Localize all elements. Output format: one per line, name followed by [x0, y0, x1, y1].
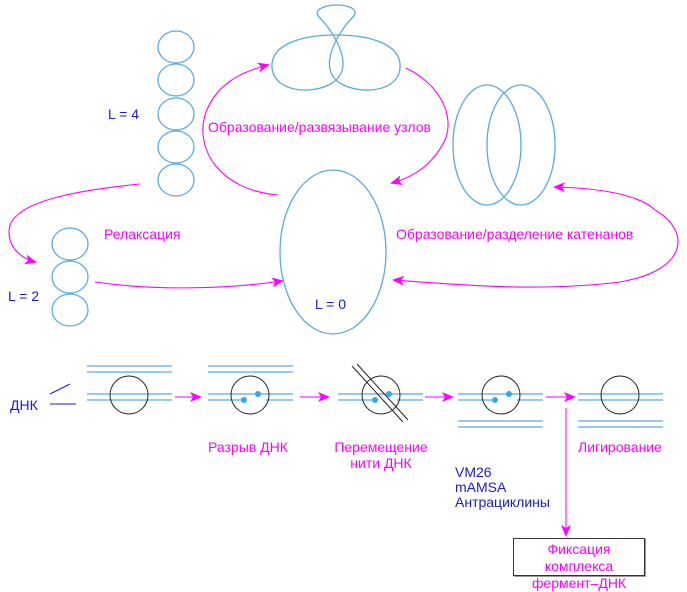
inhibitor-item: Антрациклины	[455, 494, 550, 510]
break-dot	[372, 397, 378, 403]
supercoil-loop	[51, 227, 89, 261]
fixation-line1: Фиксация комплекса	[544, 541, 614, 574]
inhibitor-list: VM26 mAMSA Антрациклины	[455, 465, 550, 510]
trefoil-knot	[271, 4, 401, 91]
supercoil-l4	[157, 30, 195, 197]
fixation-complex-box: Фиксация комплекса фермент–ДНК	[513, 538, 645, 591]
supercoil-loop	[157, 130, 195, 164]
supercoil-loop	[51, 293, 89, 327]
label-knotting: Образование/развязывание узлов	[208, 119, 431, 135]
label-ligation: Лигирование	[578, 439, 662, 455]
arrow-relaxed-to-catenane	[553, 182, 656, 211]
label-dna-break: Разрыв ДНК	[208, 439, 288, 455]
catenane-ring-left	[452, 84, 522, 206]
catenane-ring-right	[486, 84, 556, 206]
inhibitor-item: mAMSA	[455, 479, 507, 495]
label-dna: ДНК	[10, 397, 38, 413]
label-strand-passage-line1: Перемещение	[334, 439, 428, 455]
arrow-knot-to-relaxed	[390, 67, 449, 186]
supercoil-loop	[157, 30, 195, 64]
label-relaxation: Релаксация	[104, 226, 181, 242]
step-4-passed	[458, 375, 543, 428]
arrow-l2-to-relaxed	[94, 277, 284, 289]
step-1-intact	[87, 365, 172, 415]
break-dot	[255, 391, 261, 397]
label-l0: L = 0	[315, 296, 347, 312]
label-l2: L = 2	[8, 288, 40, 304]
dna-pointer-upper	[49, 383, 71, 395]
label-strand-passage-line2: нити ДНК	[350, 455, 412, 471]
supercoil-loop	[157, 63, 195, 97]
relaxed-dna-circle	[279, 169, 387, 335]
arrow-catenane-to-relaxed	[392, 209, 679, 288]
label-catenation: Образование/разделение катенанов	[396, 226, 634, 242]
supercoil-loop	[51, 260, 89, 294]
break-dot	[492, 397, 498, 403]
step-2-break	[208, 365, 293, 415]
break-dot	[386, 391, 392, 397]
break-dot	[506, 391, 512, 397]
catenane	[452, 84, 556, 206]
arrow-l4-to-l2	[8, 183, 141, 265]
step-3-passage	[338, 363, 423, 423]
step-5-ligated	[578, 375, 663, 428]
break-dot	[241, 397, 247, 403]
supercoil-loop	[157, 163, 195, 197]
arrow-relaxed-to-knot	[202, 62, 279, 196]
label-l4: L = 4	[108, 106, 140, 122]
inhibitor-item: VM26	[455, 464, 492, 480]
supercoil-l2	[51, 227, 89, 327]
supercoil-loop	[157, 97, 195, 131]
label-strand-passage: Перемещение нити ДНК	[334, 439, 428, 471]
fixation-line2: фермент–ДНК	[531, 575, 627, 591]
